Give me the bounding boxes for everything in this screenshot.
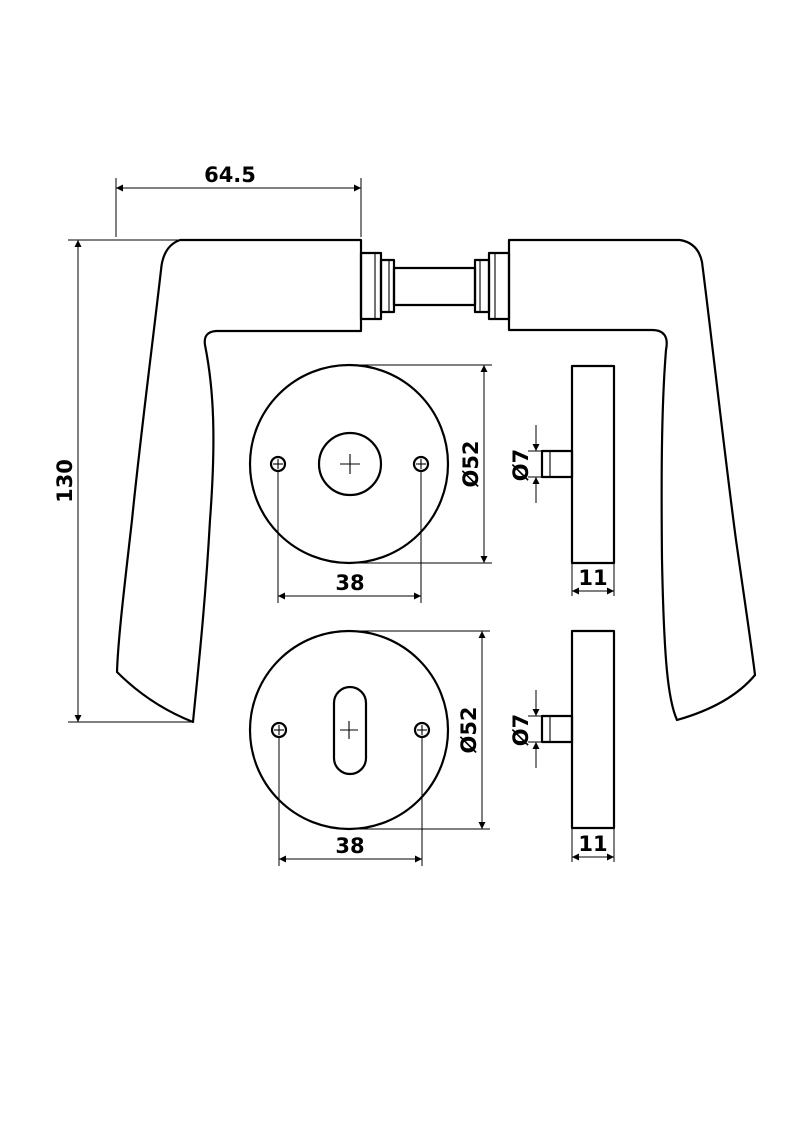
bottom-spindle-diameter-dimension: Ø7 bbox=[509, 690, 542, 768]
handle-height-dimension: 130 bbox=[53, 239, 193, 723]
top-spindle-diameter-label: Ø7 bbox=[509, 449, 533, 481]
top-hole-spacing-dimension: 38 bbox=[277, 472, 422, 603]
left-lever-handle bbox=[115, 238, 363, 724]
bottom-rose-side-view bbox=[540, 629, 616, 830]
top-rose-diameter-label: Ø52 bbox=[459, 440, 483, 487]
handle-height-label: 130 bbox=[53, 459, 77, 503]
screw-hole-icon bbox=[412, 455, 430, 473]
screw-hole-icon bbox=[270, 721, 288, 739]
right-lever-handle bbox=[507, 238, 757, 722]
screw-hole-icon bbox=[269, 455, 287, 473]
bottom-hole-spacing-dimension: 38 bbox=[278, 738, 423, 866]
top-rose-front-view bbox=[248, 363, 450, 565]
spindle-assembly bbox=[359, 251, 511, 321]
bottom-rose-front-view bbox=[248, 629, 450, 831]
bottom-hole-spacing-label: 38 bbox=[335, 834, 364, 858]
handle-width-label: 64.5 bbox=[204, 163, 256, 187]
top-rose-side-view bbox=[540, 364, 616, 565]
screw-hole-icon bbox=[413, 721, 431, 739]
top-rose-thickness-label: 11 bbox=[578, 566, 607, 590]
top-spindle-diameter-dimension: Ø7 bbox=[509, 425, 542, 503]
bottom-spindle-diameter-label: Ø7 bbox=[509, 714, 533, 746]
bottom-rose-diameter-label: Ø52 bbox=[457, 706, 481, 753]
top-rose-thickness-dimension: 11 bbox=[571, 563, 615, 596]
bottom-rose-diameter-dimension: Ø52 bbox=[349, 630, 490, 830]
handle-width-dimension: 64.5 bbox=[115, 163, 362, 237]
bottom-rose-thickness-label: 11 bbox=[578, 832, 607, 856]
top-rose-diameter-dimension: Ø52 bbox=[349, 364, 492, 564]
top-hole-spacing-label: 38 bbox=[335, 571, 364, 595]
bottom-rose-thickness-dimension: 11 bbox=[571, 828, 615, 862]
